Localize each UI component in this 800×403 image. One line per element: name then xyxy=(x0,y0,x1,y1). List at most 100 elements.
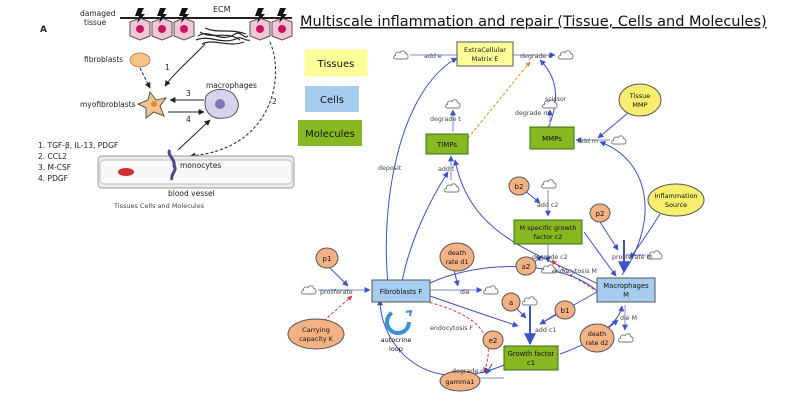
p2-label: p2 xyxy=(596,210,605,218)
label-add-m: add m xyxy=(578,138,598,145)
label-proliferate-f: proliferate xyxy=(320,289,353,296)
c2-line-2: factor c2 xyxy=(534,233,563,241)
legend-molecules-swatch xyxy=(298,120,362,146)
node-a[interactable]: a xyxy=(501,292,521,312)
node-p1[interactable]: p1 xyxy=(315,247,339,269)
node-carrying-k[interactable]: Carrying capacity K xyxy=(287,318,345,350)
b1-label: b1 xyxy=(561,307,570,315)
carrying-line-2: capacity K xyxy=(299,335,334,343)
node-m-specific-c2[interactable]: M specific growth factor c2 xyxy=(513,219,583,245)
step1-label: 1 xyxy=(165,63,170,72)
cloud-icon xyxy=(483,285,499,295)
node-b1[interactable]: b1 xyxy=(554,300,576,320)
node-inflammation-source[interactable]: Inflammation Source xyxy=(647,183,705,217)
d1-line-2: rate d1 xyxy=(446,259,469,266)
e2-label: e2 xyxy=(489,337,498,345)
fibroblasts-node-label: Fibroblasts F xyxy=(380,288,423,296)
cloud-icon xyxy=(445,99,461,109)
key-item-3: 3. M-CSF xyxy=(38,163,71,172)
node-e2[interactable]: e2 xyxy=(482,330,504,350)
node-a2[interactable]: a2 xyxy=(515,256,537,276)
macrophages-line-2: M xyxy=(623,291,629,299)
key-item-2: 2. CCL2 xyxy=(38,152,67,161)
cloud-icon xyxy=(558,50,574,60)
label-degrade-c2: degrade c2 xyxy=(532,254,568,261)
figure-a-caption: Tissues Cells and Molecules xyxy=(113,202,205,210)
node-timps[interactable]: TIMPs xyxy=(425,133,469,155)
blood-vessel-label: blood vessel xyxy=(168,189,215,198)
label-degrade-t: degrade t xyxy=(430,116,461,123)
node-death-d2[interactable]: death rate d2 xyxy=(579,323,615,353)
inflammation-line-2: Source xyxy=(665,201,687,209)
legend: Tissues Cells Molecules xyxy=(298,49,368,146)
cloud-icon xyxy=(618,333,634,343)
legend-tissues: Tissues xyxy=(317,59,355,70)
c1-line-1: Growth factor xyxy=(508,350,555,358)
label-add-c1: add c1 xyxy=(535,327,556,334)
autocrine-line-2: loop xyxy=(389,345,403,353)
macrophages-line-1: Macrophages xyxy=(603,282,649,290)
label-proliferate-m: proliferate M xyxy=(612,254,652,261)
c1-line-2: c1 xyxy=(527,359,535,367)
autocrine-loop: autocrine loop xyxy=(381,309,413,353)
ecm-label: ECM xyxy=(213,5,231,14)
damaged-label-2: tissue xyxy=(84,18,107,27)
label-add-t: add t xyxy=(438,166,455,173)
node-death-d1[interactable]: death rate d1 xyxy=(439,242,475,272)
node-macrophages[interactable]: Macrophages M xyxy=(596,277,656,303)
cloud-icon xyxy=(522,296,538,306)
carrying-line-1: Carrying xyxy=(302,326,330,334)
node-b2[interactable]: b2 xyxy=(508,176,530,196)
node-tissue-mmp[interactable]: Tissue MMP xyxy=(618,83,662,117)
loop-icon xyxy=(385,309,411,335)
d2-line-2: rate d2 xyxy=(586,340,609,347)
cloud-icon xyxy=(301,285,317,295)
label-add-c2: add c2 xyxy=(537,202,558,209)
node-fibroblasts[interactable]: Fibroblasts F xyxy=(371,279,431,303)
node-p2[interactable]: p2 xyxy=(589,203,611,223)
label-degrade-e: degrade e xyxy=(520,53,552,60)
edges xyxy=(318,52,661,381)
a-label: a xyxy=(509,299,513,307)
inflammation-line-1: Inflammation xyxy=(654,192,697,200)
label-endocytosis-m: endocytosis M xyxy=(552,268,597,275)
legend-molecules: Molecules xyxy=(305,129,355,140)
node-growth-c1[interactable]: Growth factor c1 xyxy=(503,345,559,371)
label-degrade-m: degrade m xyxy=(515,110,549,117)
cloud-icon xyxy=(444,183,460,193)
p1-label: p1 xyxy=(323,255,332,263)
label-add-e: add e xyxy=(424,53,442,60)
fibroblasts-label: fibroblasts xyxy=(84,55,123,64)
step2-label: 2 xyxy=(272,97,277,106)
figure-a: A ECM xyxy=(38,5,295,210)
step4-label: 4 xyxy=(186,115,191,124)
ecm-line-1: ExtraCellular xyxy=(464,46,506,54)
mmps-label: MMPs xyxy=(542,135,562,143)
label-die-m: die M xyxy=(620,315,637,322)
legend-cells-swatch xyxy=(305,86,359,112)
panel-label: A xyxy=(40,25,47,35)
label-scissor: scissor xyxy=(545,96,567,103)
node-gamma1[interactable]: gamma1 xyxy=(439,370,481,392)
macrophages-label: macrophages xyxy=(206,81,257,90)
key-item-1: 1. TGF-β, IL-13, PDGF xyxy=(38,141,118,150)
node-ecm[interactable]: ExtraCellular Matrix E xyxy=(456,41,514,67)
d1-line-1: death xyxy=(448,250,466,257)
node-mmps[interactable]: MMPs xyxy=(529,126,575,150)
autocrine-line-1: autocrine xyxy=(381,336,412,344)
label-deposit: deposit xyxy=(378,165,402,172)
myofibroblasts-label: myofibroblasts xyxy=(80,100,136,109)
cloud-icon xyxy=(611,135,627,145)
b2-label: b2 xyxy=(515,183,524,191)
cloud-icon xyxy=(541,179,557,189)
d2-line-1: death xyxy=(588,331,606,338)
monocytes-label: monocytes xyxy=(180,161,221,170)
key-item-4: 4. PDGF xyxy=(38,174,68,183)
flow-labels: add e degrade e degrade t degrade m scis… xyxy=(320,53,652,375)
damaged-tissue-cells xyxy=(129,17,293,41)
ecm-fibers xyxy=(195,27,251,45)
tissue-mmp-line-2: MMP xyxy=(632,101,647,109)
red-blood-cell xyxy=(118,168,134,176)
